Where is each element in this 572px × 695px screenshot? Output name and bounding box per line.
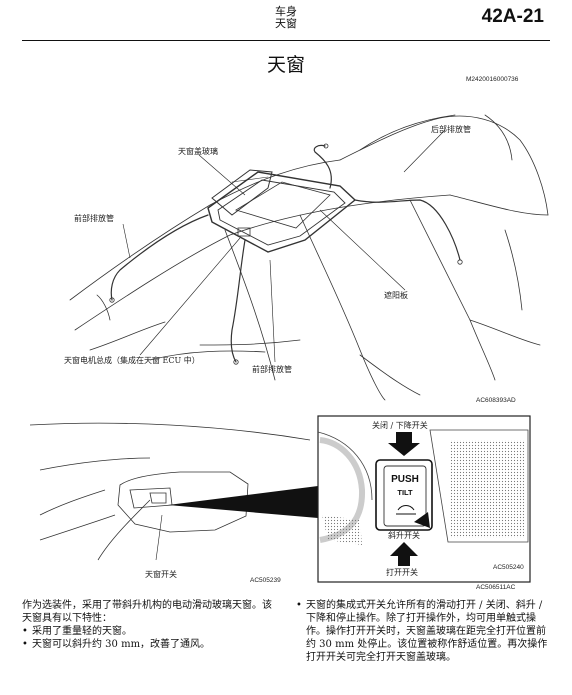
page-title: 天窗: [266, 54, 305, 76]
label-sunroof-glass: 天窗盖玻璃: [178, 147, 218, 156]
label-motor-assembly: 天窗电机总成（集成在天窗 ECU 中）: [64, 356, 200, 365]
switch-tilt-text: TILT: [397, 488, 413, 497]
body-left-column: 作为选装件，采用了带斜升机构的电动滑动玻璃天窗。该天窗具有以下特性： 采用了重量…: [22, 599, 274, 651]
open-arrow: [390, 542, 418, 566]
header-rule: [22, 40, 550, 41]
switch-description-list: 天窗的集成式开关允许所有的滑动打开 / 关闭、斜升 / 下降和停止操作。除了打开…: [296, 599, 552, 664]
label-front-drain-left: 前部排放管: [74, 214, 114, 223]
figure1-code-top: M2420016000736: [466, 76, 519, 83]
switch-body: [375, 459, 433, 531]
label-front-drain-bottom: 前部排放管: [252, 365, 292, 374]
figure2-code-outer: AC506511AC: [476, 584, 516, 591]
switch-push-text: PUSH: [391, 474, 419, 485]
section-header: 车身 天窗: [0, 6, 572, 30]
intro-paragraph: 作为选装件，采用了带斜升机构的电动滑动玻璃天窗。该天窗具有以下特性：: [22, 600, 272, 624]
body-right-column: 天窗的集成式开关允许所有的滑动打开 / 关闭、斜升 / 下降和停止操作。除了打开…: [296, 599, 552, 664]
label-sunroof-switch: 天窗开关: [145, 570, 177, 579]
section-subtitle: 天窗: [275, 17, 297, 30]
feature-item: 天窗可以斜升约 30 mm，改善了通风。: [22, 638, 274, 651]
label-tilt-up-switch: 斜升开关: [388, 531, 420, 540]
figure2-code-left: AC505239: [250, 577, 281, 584]
feature-item: 采用了重量轻的天窗。: [22, 625, 274, 638]
switch-description: 天窗的集成式开关允许所有的滑动打开 / 关闭、斜升 / 下降和停止操作。除了打开…: [296, 599, 552, 664]
switch-leader: [155, 514, 163, 561]
page-number: 42A-21: [481, 6, 544, 27]
label-close-down-switch: 关闭 / 下降开关: [372, 421, 428, 430]
figure2-code-inner: AC505240: [493, 564, 524, 571]
label-rear-drain: 后部排放管: [431, 125, 471, 134]
callout-wedge: [168, 486, 318, 518]
speaker-grille: [322, 440, 524, 545]
feature-list: 采用了重量轻的天窗。 天窗可以斜升约 30 mm，改善了通风。: [22, 625, 274, 651]
section-title: 车身: [275, 5, 297, 18]
tilt-arrow: [414, 512, 430, 528]
label-sunshade: 遮阳板: [384, 291, 408, 300]
figure1-code-bottom: AC608393AD: [476, 397, 516, 404]
close-down-arrow: [388, 432, 420, 456]
label-open-switch: 打开开关: [386, 568, 418, 577]
